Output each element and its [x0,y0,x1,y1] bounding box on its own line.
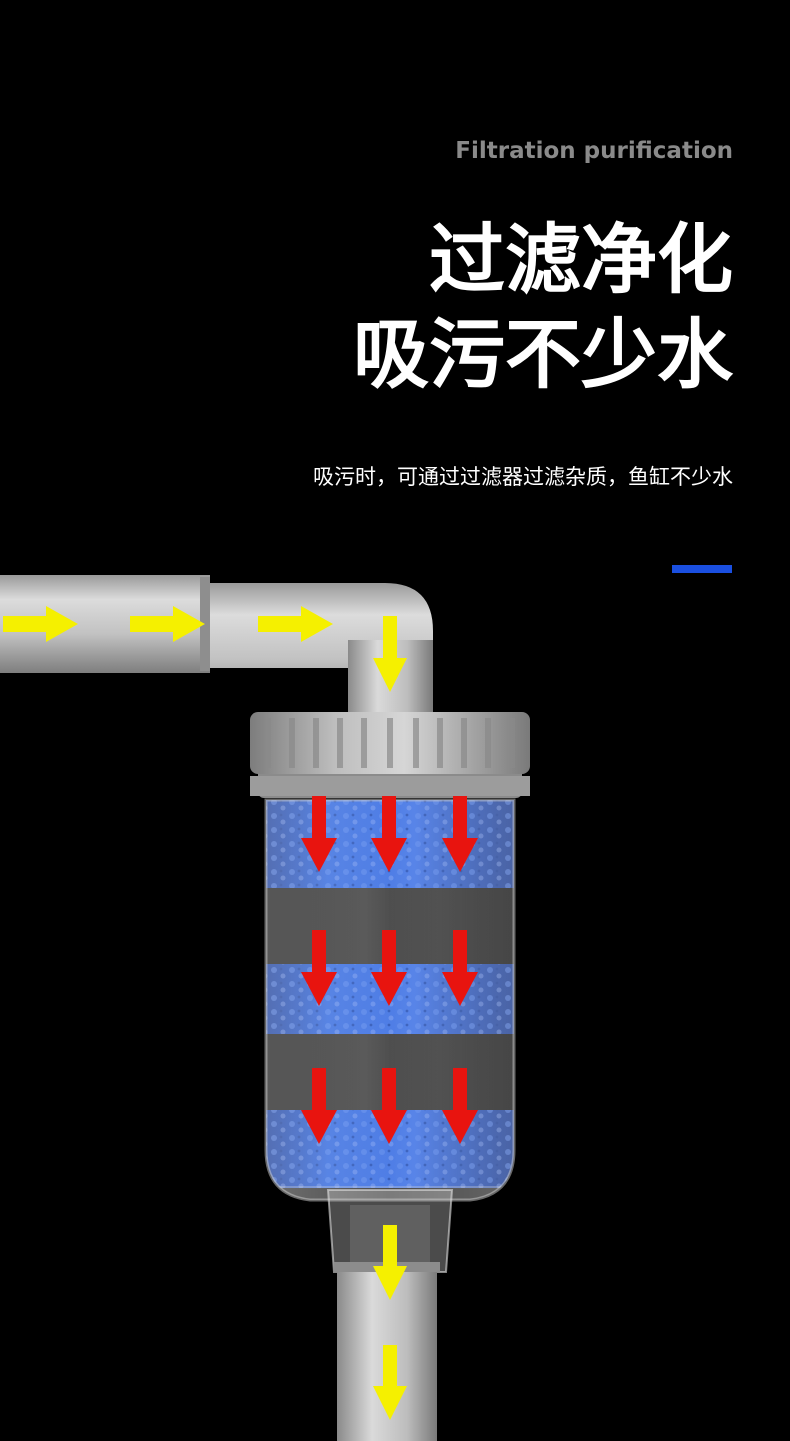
arrow-down-icon [442,1068,478,1144]
filter-cap [250,712,530,798]
arrow-down-icon [301,930,337,1006]
arrow-down-icon [301,1068,337,1144]
arrow-down-icon [371,930,407,1006]
arrow-right-icon [3,606,78,642]
headline-line-1: 过滤净化 [429,215,733,304]
english-subtitle: Filtration purification [455,138,733,164]
filter-flow-arrows [301,796,478,1144]
description-text: 吸污时，可通过过滤器过滤杂质，鱼缸不少水 [313,465,733,489]
headline-line-2: 吸污不少水 [353,310,733,399]
accent-bar [672,565,732,573]
arrow-down-icon [442,930,478,1006]
arrow-down-icon [301,796,337,872]
arrow-down-icon [442,796,478,872]
arrow-down-icon [373,1345,407,1420]
arrow-down-icon [373,1225,407,1300]
pipe-flow-arrows [3,606,407,1420]
arrow-right-icon [258,606,333,642]
arrow-down-icon [371,1068,407,1144]
arrow-right-icon [130,606,205,642]
filter-illustration [0,575,530,1441]
pipe-elbow [200,577,433,712]
arrow-down-icon [373,616,407,692]
arrow-down-icon [371,796,407,872]
